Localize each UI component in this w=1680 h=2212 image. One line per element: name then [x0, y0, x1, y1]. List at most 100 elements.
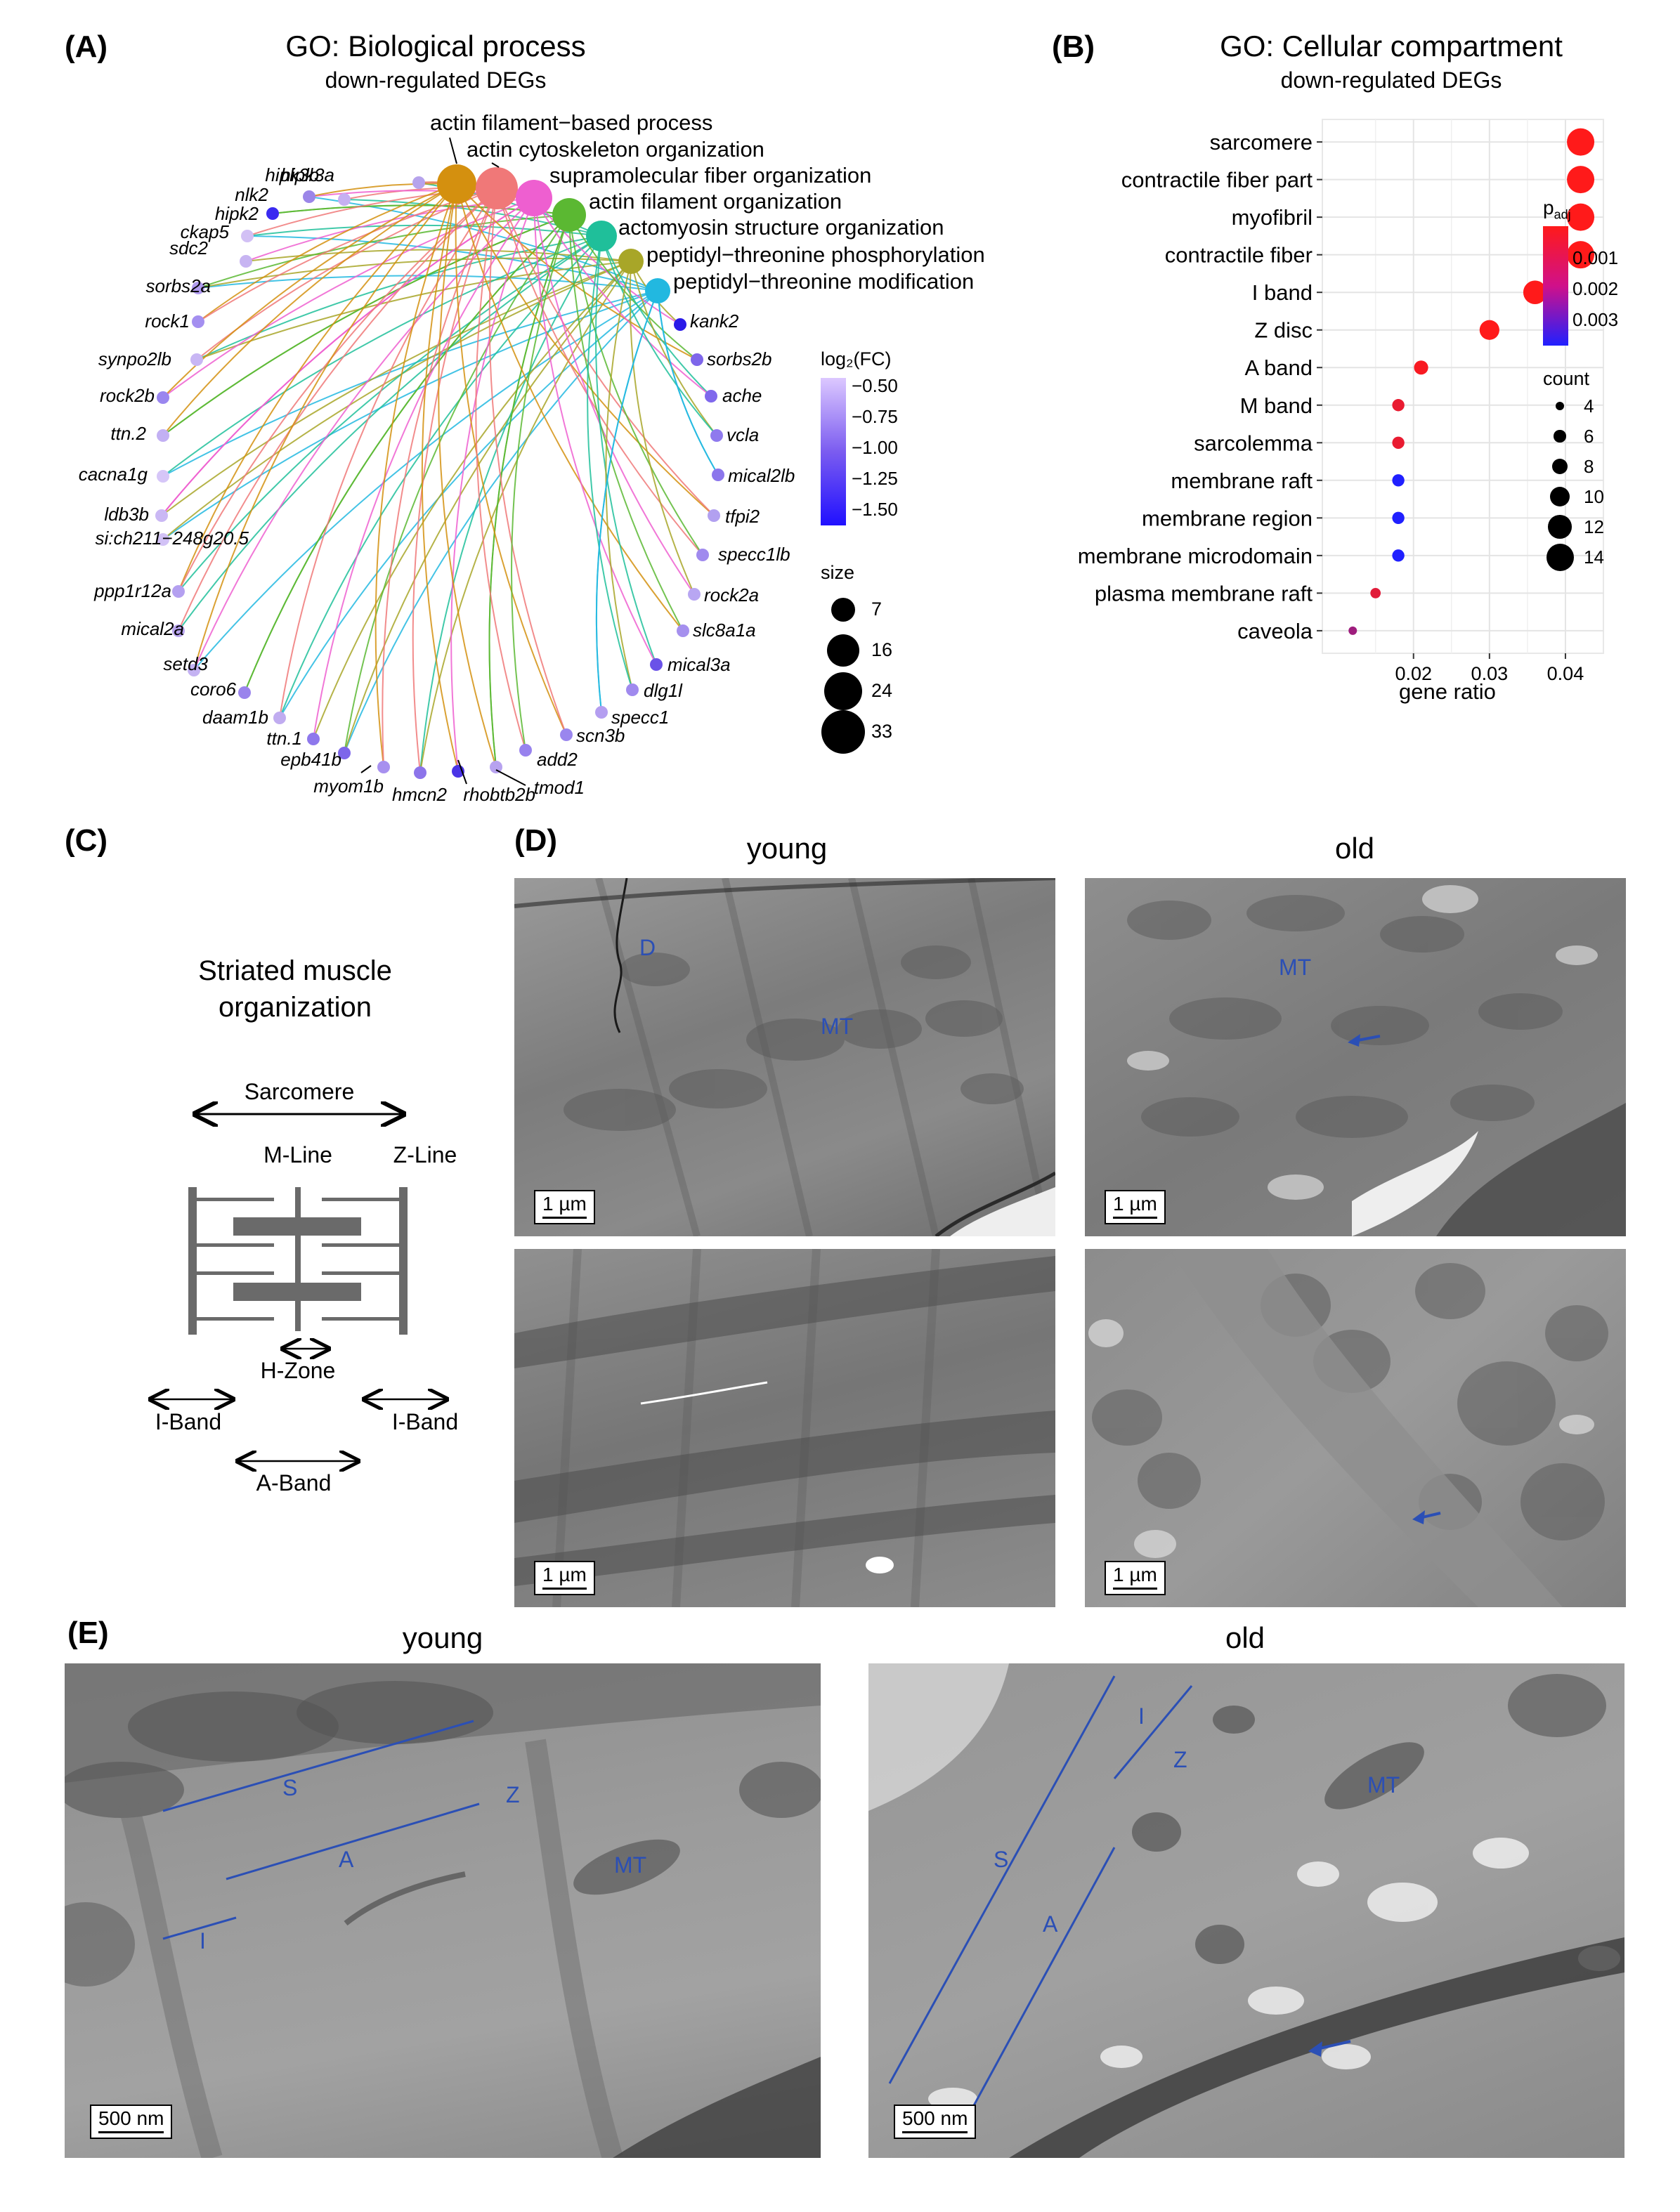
- label-i: I: [1138, 1703, 1145, 1729]
- a-band-label: A-Band: [256, 1470, 332, 1496]
- count-key-label: 8: [1584, 456, 1594, 477]
- label-z: Z: [1173, 1747, 1187, 1772]
- cnet-edge: [344, 214, 570, 754]
- gene-node: [273, 712, 286, 724]
- gene-label: coro6: [190, 679, 237, 700]
- cnet-edge: [630, 261, 717, 436]
- scale-bar: 500 nm: [894, 2105, 977, 2139]
- cnet-edges: [161, 181, 719, 773]
- gene-node: [192, 315, 204, 328]
- gene-node: [377, 761, 390, 773]
- dot-point: [1523, 280, 1547, 304]
- count-key-dot: [1556, 402, 1564, 410]
- panel-d-label: (D): [514, 823, 558, 858]
- i-band-line: [162, 1916, 237, 1940]
- gene-label: hipk3a: [280, 164, 334, 185]
- dot-point: [1567, 203, 1595, 231]
- cnet-edge: [162, 290, 658, 540]
- gene-label: tfpi2: [725, 506, 760, 527]
- cnet-edge: [455, 183, 567, 735]
- cnet-edge: [196, 261, 632, 360]
- size-key-dot: [824, 672, 862, 710]
- size-key-dot: [821, 710, 865, 754]
- em-texture: MT: [1127, 885, 1626, 1236]
- cnet-edge: [178, 188, 497, 631]
- gene-label: sorbs2a: [146, 275, 211, 296]
- gene-node: [490, 761, 502, 773]
- gene-node: [560, 728, 573, 741]
- em-image-old-bottom: 1 µm: [1085, 1249, 1626, 1607]
- label-s: S: [282, 1775, 297, 1800]
- dot-point: [1348, 626, 1357, 635]
- gene-node: [338, 747, 351, 759]
- gene-node: [303, 190, 315, 203]
- gene-label: mical2lb: [728, 465, 795, 486]
- gene-node: [696, 549, 709, 561]
- term-node: [476, 167, 518, 209]
- fc-tick: −1.25: [852, 468, 898, 489]
- em-image-young-large: S Z A I MT 500 nm: [65, 1663, 821, 2158]
- thin-filament: [322, 1198, 399, 1201]
- m-line: [295, 1187, 301, 1331]
- count-key-dot: [1546, 543, 1574, 571]
- gene-label: ache: [722, 385, 762, 406]
- gene-label: si:ch211−248g20.5: [95, 528, 249, 549]
- cnet-edge: [533, 197, 695, 595]
- padj-tick: 0.001: [1572, 247, 1619, 268]
- panel-e-label: (E): [67, 1616, 109, 1650]
- panel-c-label: (C): [65, 823, 108, 858]
- cnet-edge: [438, 183, 497, 768]
- arrow-icon: [1412, 1510, 1425, 1524]
- label-mt: MT: [1279, 955, 1311, 980]
- gene-label: vcla: [727, 424, 759, 445]
- gene-node: [412, 176, 425, 189]
- cnet-edge: [533, 197, 681, 325]
- gene-node: [157, 470, 169, 483]
- em-texture: S Z A I MT: [868, 1663, 1624, 2158]
- panel-c-title-line1: Striated muscle: [198, 955, 392, 986]
- cnet-edge: [629, 261, 695, 595]
- count-legend-title: count: [1543, 368, 1590, 389]
- count-key-dot: [1549, 486, 1570, 507]
- em-image-old-top: MT 1 µm: [1085, 878, 1626, 1236]
- fc-tick: −1.50: [852, 499, 898, 520]
- em-texture: D MT: [514, 878, 1055, 1236]
- cnet-edge: [162, 214, 570, 436]
- cnet-edge: [568, 214, 684, 631]
- cnet-edge: [587, 235, 633, 691]
- cnet-edge: [595, 290, 658, 713]
- h-zone-label: H-Zone: [261, 1358, 336, 1383]
- y-tick-label: contractile fiber: [1165, 243, 1313, 268]
- gene-node: [708, 509, 720, 522]
- m-line-label: M-Line: [263, 1142, 332, 1167]
- a-band-line: [226, 1802, 480, 1880]
- count-key-dot: [1554, 430, 1566, 443]
- gene-label: add2: [537, 749, 578, 770]
- term-leader-line: [491, 162, 500, 168]
- term-label: actin cytoskeleton organization: [467, 137, 764, 162]
- cnet-edge: [488, 214, 570, 768]
- scale-bar: 1 µm: [1105, 1190, 1166, 1224]
- gene-node: [240, 255, 252, 268]
- cnet-edge: [193, 183, 457, 671]
- cnet-edge: [450, 197, 535, 772]
- count-key-label: 14: [1584, 547, 1604, 568]
- thin-filament: [197, 1317, 274, 1321]
- x-tick-label: 0.04: [1547, 663, 1584, 684]
- cnet-edge: [279, 290, 658, 719]
- panel-a-title: GO: Biological process: [285, 30, 586, 63]
- gene-node: [266, 207, 279, 220]
- gene-label: ldb3b: [104, 504, 149, 525]
- cnet-edge: [475, 188, 526, 751]
- gene-label: hipk3b: [265, 164, 319, 185]
- panel-e-young-heading: young: [402, 1621, 483, 1654]
- gene-node: [688, 588, 701, 601]
- gene-label: rhobtb2b: [463, 784, 535, 805]
- gene-node: [172, 624, 185, 637]
- cnet-edge: [178, 183, 457, 592]
- gene-label: tmod1: [534, 777, 585, 798]
- cnet-edge: [421, 183, 459, 772]
- y-tick-label: sarcomere: [1210, 130, 1313, 155]
